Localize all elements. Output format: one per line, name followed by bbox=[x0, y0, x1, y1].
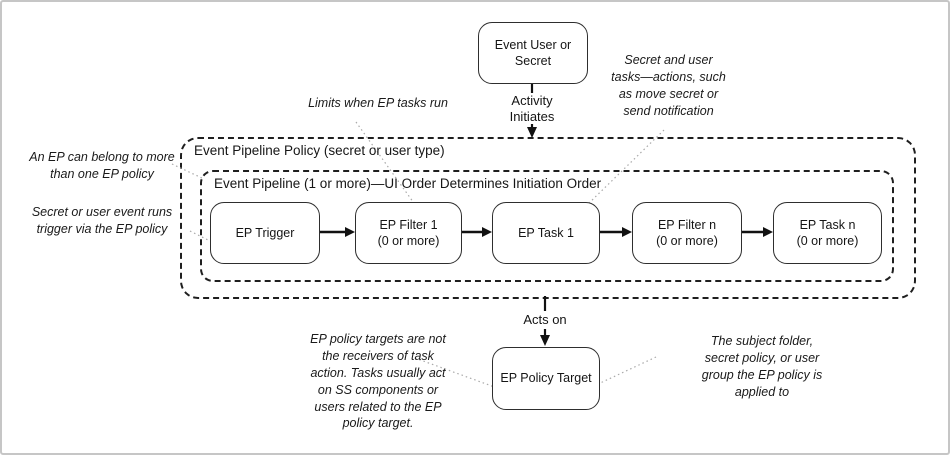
annotation-ep-belong-policy: An EP can belong to more than one EP pol… bbox=[29, 150, 175, 181]
leader-limits bbox=[355, 121, 417, 207]
activity-arrowhead-icon bbox=[527, 127, 537, 138]
node-label: EP Filter 1 bbox=[379, 217, 438, 232]
flow-arrowhead-1-icon bbox=[345, 227, 355, 237]
node-sublabel: (0 or more) bbox=[796, 234, 859, 248]
node-ep-filter-1: EP Filter 1 (0 or more) bbox=[355, 202, 462, 264]
node-sublabel: (0 or more) bbox=[656, 234, 718, 248]
event-pipeline-policy-label: Event Pipeline Policy (secret or user ty… bbox=[194, 143, 445, 158]
node-event-user-or-secret: Event User or Secret bbox=[478, 22, 588, 84]
edge-label-acts-on: Acts on bbox=[523, 312, 567, 327]
node-label: EP Task 1 bbox=[518, 225, 574, 240]
edge-label-activity-initiates: Activity Initiates bbox=[509, 93, 555, 125]
annotation-subject-folder: The subject folder, secret policy, or us… bbox=[701, 334, 823, 399]
node-label: EP Filter n bbox=[657, 217, 717, 232]
annotation-ep-policy-targets: EP policy targets are not the receivers … bbox=[310, 332, 446, 431]
node-ep-filter-n: EP Filter n (0 or more) bbox=[632, 202, 742, 264]
annotation-secret-and-user-tasks: Secret and user tasks—actions, such as m… bbox=[611, 53, 726, 118]
event-pipeline-container bbox=[200, 170, 894, 282]
event-pipeline-policy-container bbox=[180, 137, 916, 299]
node-ep-policy-target: EP Policy Target bbox=[492, 347, 600, 410]
annotation-event-runs-trigger: Secret or user event runs trigger via th… bbox=[31, 205, 173, 236]
flow-arrowhead-2-icon bbox=[482, 227, 492, 237]
leader-tasks bbox=[585, 129, 665, 207]
actson-arrowhead-icon bbox=[540, 335, 550, 346]
leader-belong bbox=[171, 163, 205, 180]
leader-targets bbox=[414, 357, 501, 390]
flow-arrowhead-4-icon bbox=[763, 227, 773, 237]
node-ep-task-1: EP Task 1 bbox=[492, 202, 600, 264]
node-label: EP Task n bbox=[799, 217, 856, 232]
node-label: EP Trigger bbox=[235, 225, 295, 240]
node-label: Event User or Secret bbox=[494, 37, 572, 68]
flow-arrowhead-3-icon bbox=[622, 227, 632, 237]
node-ep-trigger: EP Trigger bbox=[210, 202, 320, 264]
event-pipeline-label: Event Pipeline (1 or more)—UI Order Dete… bbox=[214, 176, 602, 191]
node-ep-task-n: EP Task n (0 or more) bbox=[773, 202, 882, 264]
node-sublabel: (0 or more) bbox=[377, 234, 440, 248]
annotation-limits-when-ep-tasks-run: Limits when EP tasks run bbox=[308, 96, 448, 110]
node-label: EP Policy Target bbox=[500, 371, 592, 386]
